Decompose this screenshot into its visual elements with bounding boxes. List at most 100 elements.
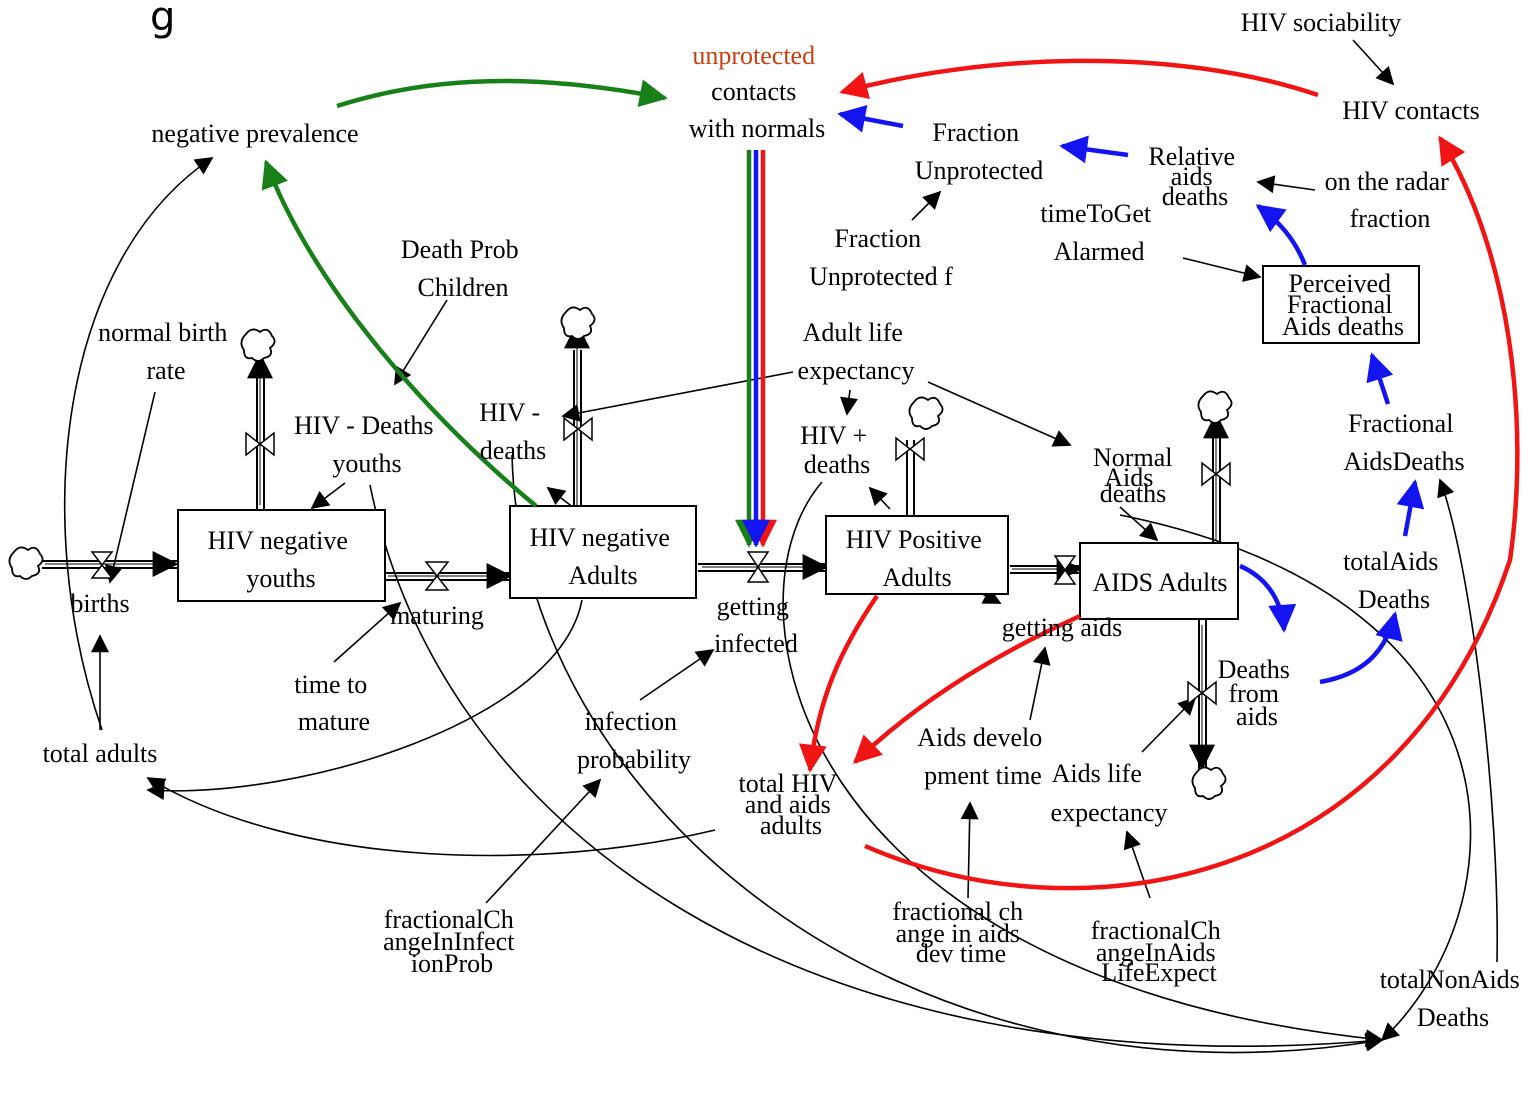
link-youths-to-deaths <box>310 482 346 510</box>
link-death-prob-to-hiv-deaths-youths <box>394 299 448 386</box>
link-time-to-mature-to-maturing <box>333 601 402 663</box>
cloud-sink-normal-aids-deaths <box>1197 390 1233 424</box>
label-fractional-change-aids-life-expect: fractionalCh angeInAids LifeExpect <box>1091 916 1227 987</box>
link-hiv-pos-deaths-to-non-aids <box>782 481 1384 1048</box>
label-births: births <box>70 589 129 618</box>
cloud-sink-deaths-from-aids <box>1191 766 1227 800</box>
label-hiv-neg-deaths: HIV - deaths <box>479 398 546 465</box>
link-hiv-deaths-youths-to-non-aids <box>369 484 1384 1051</box>
link-fractional-dev-to-aids-dev-time <box>960 801 979 899</box>
label-unprotected-contacts: unprotected contacts with normals <box>689 41 826 143</box>
label-perceived-fractional-aids-deaths: Perceived Fractional Aids deaths <box>1282 269 1404 341</box>
label-hiv-pos-deaths: HIV + deaths <box>800 421 873 479</box>
label-on-the-radar-fraction: on the radar fraction <box>1325 167 1456 233</box>
feedback-loop-arrows <box>261 58 1520 891</box>
link-adults-to-deaths <box>546 486 575 509</box>
label-getting-aids: getting aids <box>1002 613 1123 642</box>
hiv-pos-deaths-valve <box>895 436 925 462</box>
label-total-aids-deaths: totalAids Deaths <box>1343 547 1445 614</box>
blue-aids-to-deaths-from-aids <box>1239 563 1297 633</box>
stock-hiv-negative-adults <box>509 505 697 599</box>
label-normal-birth-rate: normal birth rate <box>98 318 234 385</box>
normal-aids-deaths-valve <box>1201 461 1231 487</box>
label-fractional-change-aids-dev-time: fractional ch ange in aids dev time <box>892 897 1029 968</box>
link-positive-to-deaths <box>868 486 891 510</box>
link-radar-to-relative <box>1256 175 1316 194</box>
label-total-hiv-and-aids-adults: total HIV and aids adults <box>739 769 844 840</box>
label-fractional-aids-deaths: Fractional AidsDeaths <box>1343 409 1464 476</box>
label-hiv-negative-adults: HIV negative Adults <box>530 523 677 590</box>
label-time-to-mature: time to mature <box>294 670 373 736</box>
link-life-expectancy-to-pos-deaths <box>840 389 858 416</box>
link-sociability-to-contacts <box>1352 39 1395 86</box>
label-getting-infected: getting infected <box>714 592 798 658</box>
blue-total-aids-to-fractional <box>1396 479 1425 537</box>
link-normal-aids-deaths-to-non-aids <box>1119 514 1472 1042</box>
link-aids-life-to-deaths-from-aids <box>1141 696 1197 753</box>
label-total-adults: total adults <box>43 739 158 768</box>
labels: HIV negative youths HIV negative Adults … <box>43 8 1527 1032</box>
clouds <box>8 306 1233 800</box>
link-hiv-neg-deaths-to-non-aids <box>511 454 1384 1054</box>
label-time-to-get-alarmed: timeToGet Alarmed <box>1040 199 1157 266</box>
label-hiv-contacts: HIV contacts <box>1342 96 1479 125</box>
label-infection-probability: infection probability <box>577 707 691 774</box>
label-aids-adults: AIDS Adults <box>1092 568 1227 597</box>
red-total-hiv-to-hiv-contacts <box>864 135 1520 891</box>
label-aids-life-expectancy: Aids life expectancy <box>1051 759 1168 827</box>
red-hiv-contacts-to-contacts <box>839 58 1319 100</box>
link-birth-rate-to-births <box>104 391 156 584</box>
label-deaths-from-aids: Deaths from aids <box>1218 655 1297 731</box>
cloud-sink-youth-deaths <box>240 328 276 362</box>
label-total-non-aids-deaths: totalNonAids Deaths <box>1380 965 1527 1032</box>
label-death-prob-children: Death Prob Children <box>401 235 525 302</box>
link-alarmed-to-perceived <box>1182 257 1262 282</box>
maturing-valve <box>424 561 450 591</box>
label-relative-aids-deaths: Relative aids deaths <box>1148 142 1241 211</box>
stock-hiv-positive-adults <box>825 515 1009 595</box>
stock-hiv-negative-youths <box>177 509 386 602</box>
cloud-sink-hiv-pos-deaths <box>908 396 944 430</box>
link-life-expectancy-to-normal-aids-deaths <box>927 381 1072 447</box>
label-adult-life-expectancy: Adult life expectancy <box>798 318 915 385</box>
hiv-deaths-youths-valve <box>245 431 275 457</box>
link-total-hiv-to-total-adults <box>146 777 716 857</box>
label-aids-development-time: Aids develo pment time <box>917 723 1048 790</box>
red-positive-to-total-hiv <box>798 594 879 773</box>
blue-fractional-to-perceived <box>1366 352 1394 405</box>
green-prevalence-to-contacts <box>336 78 668 109</box>
cloud-source-births <box>8 546 44 580</box>
getting-aids-valve <box>1053 555 1077 585</box>
flow-valves <box>90 416 1231 706</box>
blue-perceived-to-relative <box>1255 204 1308 266</box>
label-fraction-unprotected: Fraction Unprotected <box>915 118 1044 185</box>
births-valve <box>90 551 114 579</box>
blue-fraction-to-contacts <box>837 104 904 133</box>
stock-aids-adults <box>1079 542 1239 620</box>
link-total-adults-to-negative-prevalence <box>63 156 214 731</box>
label-hiv-sociability: HIV sociability <box>1241 8 1402 37</box>
label-hiv-negative-youths: HIV negative youths <box>208 526 355 593</box>
blue-deaths-from-aids-to-total <box>1319 611 1403 685</box>
deaths-from-aids-valve <box>1187 680 1217 706</box>
link-infection-prob-to-getting-infected <box>639 648 715 701</box>
link-non-aids-to-fractional <box>1437 478 1499 963</box>
link-neg-adults-to-total-adults <box>146 599 583 801</box>
cloud-sink-adult-deaths <box>560 306 596 340</box>
label-fractional-change-infect-prob: fractionalCh angeInInfect ionProb <box>383 905 521 978</box>
hiv-neg-deaths-valve <box>563 416 593 442</box>
blue-relative-to-fraction <box>1059 135 1129 164</box>
link-fractional-life-to-aids-life <box>1123 830 1151 899</box>
stock-perceived-fractional-aids-deaths <box>1262 265 1420 344</box>
red-aids-to-total-hiv <box>852 613 1081 764</box>
link-aids-dev-to-getting-aids <box>1029 646 1051 721</box>
link-fraction-f-to-fraction <box>911 190 942 221</box>
infection-valve <box>746 551 770 583</box>
label-fraction-unprotected-f: Fraction Unprotected f <box>809 224 953 291</box>
label-negative-prevalence: negative prevalence <box>151 119 358 148</box>
label-hiv-deaths-youths: HIV - Deaths youths <box>294 411 440 478</box>
green-adults-to-prevalence <box>261 159 538 508</box>
title-fragment: g <box>150 0 175 40</box>
flow-pipes <box>42 322 1229 771</box>
